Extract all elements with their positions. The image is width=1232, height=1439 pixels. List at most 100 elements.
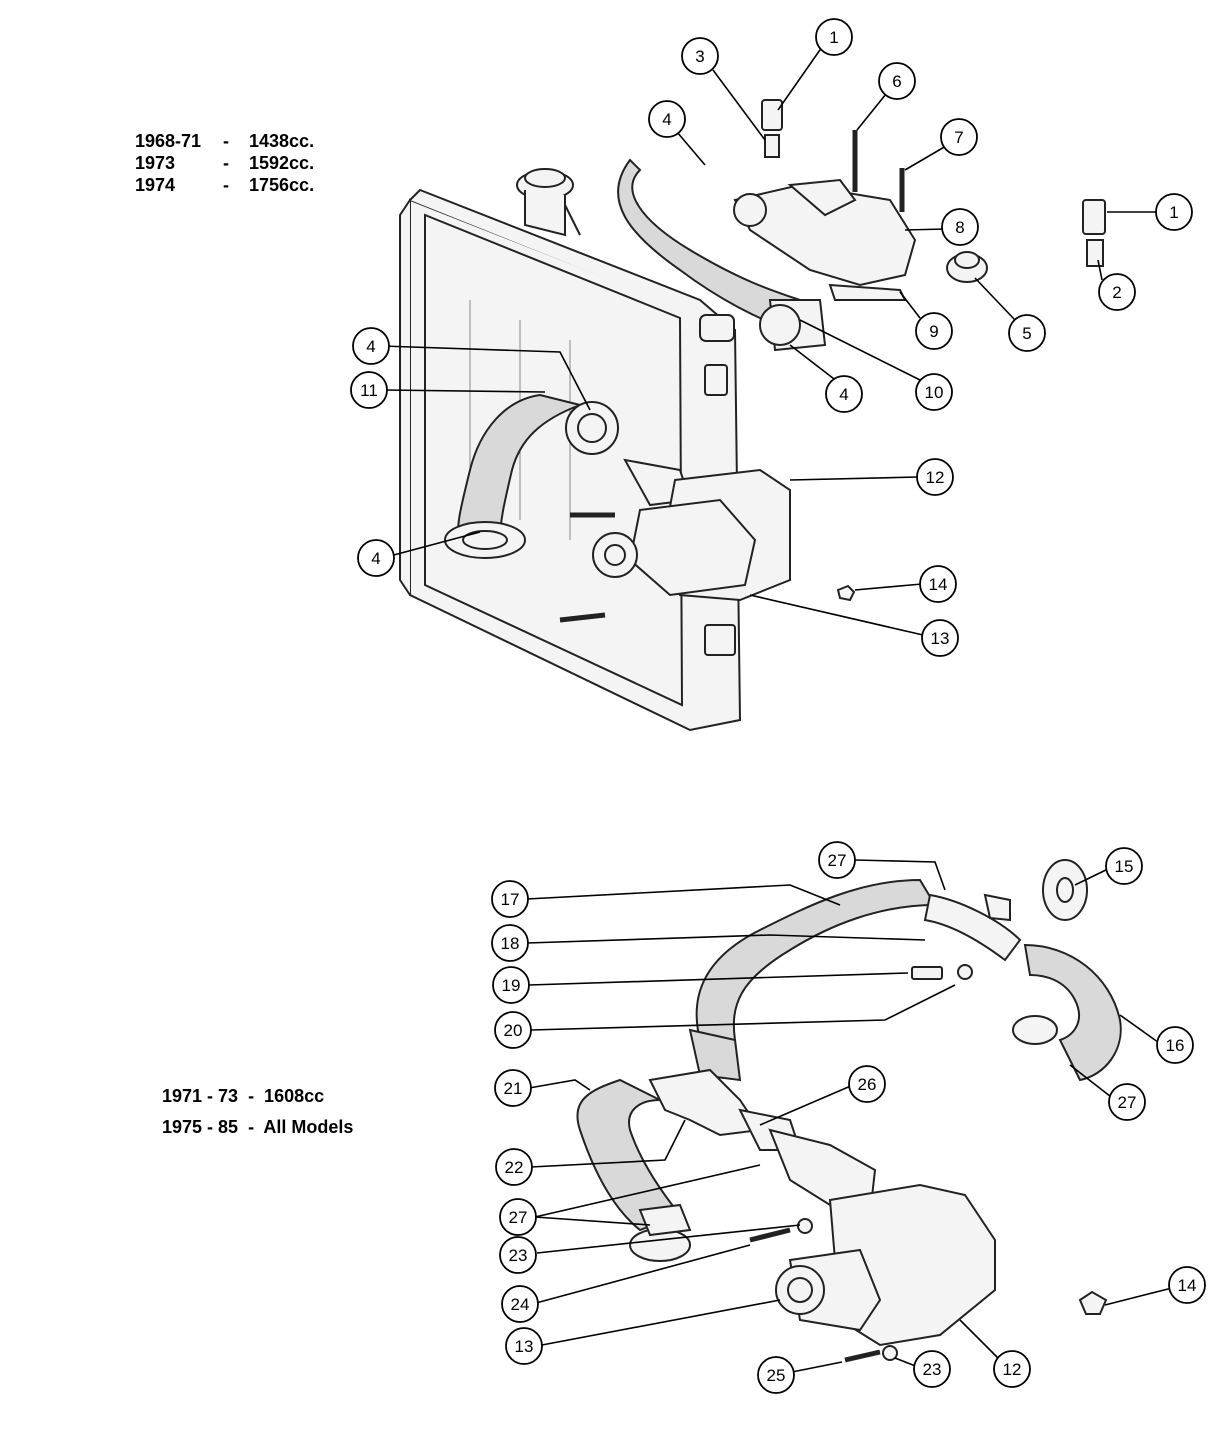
callout: 1	[815, 18, 853, 56]
legend-years: 1974	[135, 175, 176, 195]
callout-label: 17	[501, 890, 520, 909]
callout: 4	[648, 100, 686, 138]
callout-label: 24	[511, 1295, 530, 1314]
callout-label: 5	[1022, 324, 1031, 343]
callout: 25	[757, 1356, 795, 1394]
callout: 7	[940, 118, 978, 156]
legend-engine: 1438cc.	[249, 131, 315, 151]
callout: 27	[1108, 1083, 1146, 1121]
callout: 26	[848, 1065, 886, 1103]
callout-label: 4	[662, 110, 671, 129]
water-pump-top	[559, 458, 791, 623]
bottom-assembly: 27 15 17 18 19 16 20 27 21 26 22 27 23 2…	[491, 841, 1206, 1394]
callout: 12	[916, 458, 954, 496]
callout: 22	[495, 1148, 533, 1186]
callout: 18	[491, 924, 529, 962]
callout: 11	[350, 371, 388, 409]
callout-label: 19	[502, 976, 521, 995]
callout: 2	[1098, 273, 1136, 311]
callout: 24	[501, 1285, 539, 1323]
legend-row: 1973 - 1592cc.	[135, 152, 314, 174]
callout-label: 15	[1115, 857, 1134, 876]
callout-label: 23	[923, 1360, 942, 1379]
callout: 9	[915, 312, 953, 350]
lower-pipe-assembly	[576, 1028, 877, 1262]
radiator-cap	[516, 168, 581, 237]
callout-label: 12	[1003, 1360, 1022, 1379]
callout-label: 20	[504, 1021, 523, 1040]
radiator-neck	[699, 314, 735, 342]
callout-label: 11	[360, 381, 378, 400]
callout: 27	[818, 841, 856, 879]
legend-engine: 1592cc.	[249, 153, 315, 173]
legend-separator: -	[223, 175, 229, 195]
callout-label: 16	[1166, 1036, 1185, 1055]
callout-label: 27	[509, 1208, 528, 1227]
legend-top: 1968-71 - 1438cc. 1973 - 1592cc. 1974 - …	[135, 130, 314, 196]
lower-hose-top	[444, 393, 619, 559]
callout-label: 4	[371, 549, 380, 568]
callouts-bottom: 27 15 17 18 19 16 20 27 21 26 22 27 23 2…	[491, 841, 1206, 1394]
callout: 20	[494, 1011, 532, 1049]
water-pump-bottom	[775, 1183, 1108, 1363]
legend-row: 1968-71 - 1438cc.	[135, 130, 314, 152]
callout: 13	[921, 619, 959, 657]
callout-label: 2	[1112, 283, 1121, 302]
callout: 4	[352, 327, 390, 365]
callout-label: 10	[925, 383, 944, 402]
callout-label: 3	[695, 47, 704, 66]
callout-label: 4	[366, 337, 375, 356]
callout: 23	[499, 1236, 537, 1274]
callout-label: 25	[767, 1366, 786, 1385]
callout-label: 1	[829, 28, 838, 47]
callout: 14	[919, 565, 957, 603]
callout-label: 12	[926, 468, 945, 487]
callout: 27	[499, 1198, 537, 1236]
callout: 4	[357, 539, 395, 577]
legend-row: 1971 - 73 - 1608cc	[162, 1086, 325, 1106]
upper-pipe-assembly	[695, 859, 1122, 1082]
callout-label: 14	[929, 575, 948, 594]
callout: 4	[825, 375, 863, 413]
callout-label: 27	[1118, 1093, 1137, 1112]
callout: 5	[1008, 314, 1046, 352]
top-assembly: 1 3 6 4 7 1 8 2 5 9 4 10 4 11 12 4 14 13	[350, 18, 1193, 732]
callout: 13	[505, 1327, 543, 1365]
callout-label: 21	[504, 1079, 523, 1098]
legend-row: 1975 - 85 - All Models	[162, 1117, 354, 1137]
callout: 8	[941, 208, 979, 246]
callout-label: 13	[931, 629, 950, 648]
callout-label: 8	[955, 218, 964, 237]
callout: 16	[1156, 1026, 1194, 1064]
callout-label: 1	[1169, 203, 1178, 222]
callout-label: 26	[858, 1075, 877, 1094]
legend-years: 1973	[135, 153, 176, 173]
legend-separator: -	[223, 153, 229, 173]
callout: 1	[1155, 193, 1193, 231]
leader-lines-top	[381, 46, 1160, 636]
upper-hose	[617, 158, 827, 352]
callout-label: 4	[839, 385, 848, 404]
legend-bottom: 1971 - 73 - 1608cc 1975 - 85 - All Model…	[162, 1085, 353, 1138]
callout-label: 27	[828, 851, 847, 870]
leader-lines-bottom	[526, 859, 1173, 1373]
callout: 19	[492, 966, 530, 1004]
legend-engine: 1756cc.	[249, 175, 315, 195]
callout: 10	[915, 373, 953, 411]
callout-label: 14	[1178, 1276, 1197, 1295]
small-parts-top	[761, 99, 1106, 602]
legend-separator: -	[223, 131, 229, 151]
callouts-top: 1 3 6 4 7 1 8 2 5 9 4 10 4 11 12 4 14 13	[350, 18, 1193, 657]
callout-label: 18	[501, 934, 520, 953]
callout-label: 13	[515, 1337, 534, 1356]
thermostat-housing	[733, 178, 917, 301]
callout-label: 23	[509, 1246, 528, 1265]
callout-label: 9	[929, 322, 938, 341]
callout-label: 6	[892, 72, 901, 91]
callout: 17	[491, 880, 529, 918]
callout: 6	[878, 62, 916, 100]
callout-label: 22	[505, 1158, 524, 1177]
legend-row: 1974 - 1756cc.	[135, 174, 314, 196]
callout-label: 7	[954, 128, 963, 147]
